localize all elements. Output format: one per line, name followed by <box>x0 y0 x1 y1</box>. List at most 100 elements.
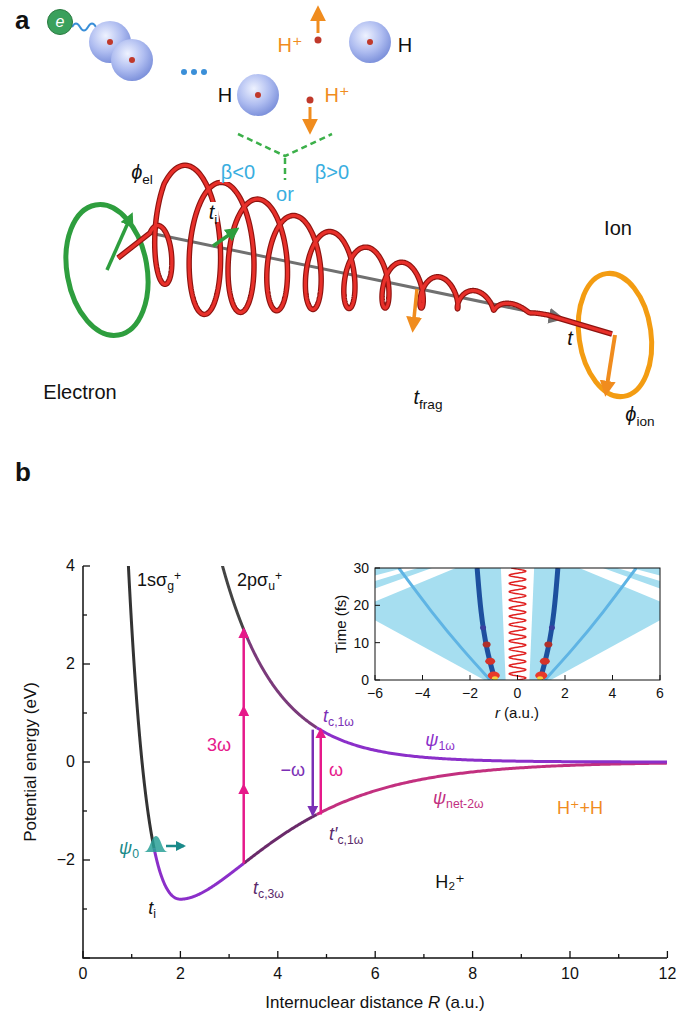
axis-title: Time (fs) <box>333 594 348 655</box>
subscript: u <box>268 580 275 592</box>
subscript: c,3ω <box>258 888 284 900</box>
axis-tick <box>83 614 87 615</box>
figure-part <box>480 625 486 630</box>
label-text: t <box>323 707 328 725</box>
wavepacket-arrow <box>166 845 184 848</box>
potential-curves <box>124 566 667 899</box>
axis-tick <box>423 954 424 958</box>
field-arrow <box>413 289 417 328</box>
channel-label: H⁺+H <box>556 799 604 817</box>
tick-label: 10 <box>352 636 370 650</box>
time-label: tc,3ω <box>252 879 285 897</box>
tick-label: 8 <box>467 966 478 982</box>
label-text: ϕ <box>625 404 636 424</box>
label-text: 10 <box>353 636 369 650</box>
inset-map <box>375 568 660 680</box>
ion-label: Ion <box>603 218 633 238</box>
figure-part <box>488 672 500 680</box>
label-text: H⁺ <box>278 35 303 55</box>
transition-arrows <box>244 630 321 864</box>
photon-arrow <box>242 630 245 708</box>
nucleus-dot <box>107 39 113 45</box>
axis-tick <box>277 951 278 958</box>
subscript: net-2ω <box>446 798 483 810</box>
subscript: el <box>142 173 153 187</box>
laser-helix <box>118 165 612 334</box>
axis-tick <box>472 951 473 958</box>
potential-curve <box>244 815 317 864</box>
field-arrow <box>213 230 236 246</box>
time-label: ti <box>208 202 219 222</box>
label-text: 0 <box>514 686 522 700</box>
label-text: 2pσ <box>237 571 268 589</box>
subscript: i <box>214 213 217 227</box>
tick-label: 12 <box>657 966 677 982</box>
electron-arrow <box>107 216 131 270</box>
ellipsis-dot <box>201 69 207 75</box>
figure-part <box>375 568 418 581</box>
label-text: b <box>15 459 31 485</box>
potential-curve <box>244 630 317 728</box>
figure-part <box>517 675 518 680</box>
label-text: −2 <box>462 686 478 700</box>
label-text: 4 <box>609 686 617 700</box>
ion-arrow <box>606 335 615 392</box>
axis-title: r(a.u.) <box>494 705 540 720</box>
figure-part <box>375 675 376 680</box>
ion-label: H⁺ <box>277 35 304 55</box>
panel-letter: a <box>14 7 30 33</box>
figure-part <box>375 605 380 606</box>
axis-tick <box>180 951 181 958</box>
figure-part <box>375 568 380 569</box>
label-text: 0 <box>361 673 369 687</box>
curve-label: 1sσg+ <box>136 571 182 589</box>
tick-label: 10 <box>560 966 580 982</box>
label-text: H <box>218 85 232 105</box>
atom-sphere <box>237 74 279 116</box>
label-text: 2 <box>66 656 75 672</box>
photon-arrow <box>242 707 245 785</box>
figure-part <box>470 675 471 680</box>
label-text: −ω <box>280 761 305 779</box>
label-text: 1sσ <box>137 571 167 589</box>
tick-label: 6 <box>370 966 381 982</box>
tick-label: 20 <box>352 598 370 612</box>
axis-tick <box>228 954 229 958</box>
molecule-label: H₂⁺ <box>434 873 466 891</box>
label-text: 30 <box>353 561 369 575</box>
label-text: 3ω <box>207 736 231 754</box>
subscript: ion <box>636 415 654 429</box>
label-text: Internuclear distance <box>265 994 423 1011</box>
axis-label: t <box>566 328 574 348</box>
axis-tick <box>569 951 570 958</box>
axis-tick <box>667 951 668 958</box>
curve-label: 2pσu+ <box>236 571 283 589</box>
label-text: 10 <box>561 966 579 982</box>
label-text: ψ <box>425 731 438 749</box>
axis-tick <box>83 859 90 860</box>
electron-ellipse <box>56 198 158 342</box>
label-text: H₂⁺ <box>435 873 465 891</box>
ion-ellipse <box>571 269 660 402</box>
helix-line <box>118 165 612 334</box>
figure-part <box>375 568 660 680</box>
ion-label: H⁺ <box>324 85 351 105</box>
label-text: 12 <box>658 966 676 982</box>
axis-tick <box>83 712 87 713</box>
label-text: β<0 <box>221 162 255 182</box>
axis-title: Potential energy (eV) <box>22 681 39 843</box>
wavepacket <box>144 836 168 852</box>
ellipsis-dot <box>181 69 187 75</box>
figure-part <box>375 568 456 602</box>
figure-part <box>529 568 660 680</box>
figure-part <box>375 568 506 680</box>
proton-dot <box>307 97 314 104</box>
label-text: 6 <box>371 966 380 982</box>
phase-label: ϕel <box>130 162 154 182</box>
wavefunction-label: ψ1ω <box>424 731 455 749</box>
proton-dot <box>315 37 322 44</box>
tick-label: 0 <box>360 673 370 687</box>
figure-part <box>579 568 660 602</box>
label-text: H⁺ <box>325 85 350 105</box>
